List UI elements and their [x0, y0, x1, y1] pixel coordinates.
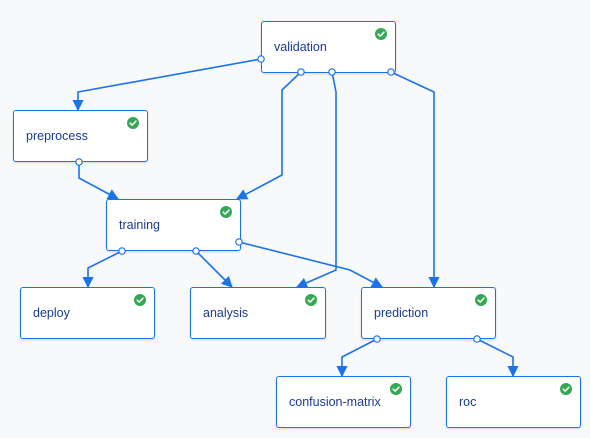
node-preprocess[interactable]: preprocess	[13, 110, 148, 162]
edge-prediction-to-confusion-matrix	[336, 338, 378, 378]
edge-validation-to-prediction	[390, 71, 440, 289]
check-circle-icon	[305, 294, 317, 306]
edge-prediction-to-roc	[476, 338, 519, 378]
node-label: roc	[459, 395, 477, 409]
node-label: analysis	[203, 306, 249, 320]
node-prediction[interactable]: prediction	[361, 287, 496, 339]
node-training[interactable]: training	[106, 199, 241, 251]
check-circle-icon	[375, 28, 387, 40]
edge-validation-to-training	[236, 71, 302, 200]
check-circle-icon	[475, 294, 487, 306]
node-label: validation	[274, 40, 327, 54]
node-roc[interactable]: roc	[446, 376, 581, 428]
node-label: confusion-matrix	[289, 395, 381, 409]
check-circle-icon	[220, 206, 232, 218]
check-circle-icon	[127, 117, 139, 129]
node-label: preprocess	[26, 129, 88, 143]
edge-validation-to-analysis	[295, 71, 337, 289]
node-deploy[interactable]: deploy	[20, 287, 155, 339]
check-circle-icon	[560, 383, 572, 395]
edge-validation-to-preprocess	[72, 58, 262, 112]
check-circle-icon	[390, 383, 402, 395]
node-confusion-matrix[interactable]: confusion-matrix	[276, 376, 411, 428]
edge-training-to-prediction	[238, 241, 383, 288]
node-analysis[interactable]: analysis	[190, 287, 326, 339]
node-label: training	[119, 218, 160, 232]
check-circle-icon	[134, 294, 146, 306]
node-validation[interactable]: validation	[261, 21, 396, 73]
edge-training-to-deploy	[82, 250, 123, 289]
edge-preprocess-to-training	[78, 162, 119, 200]
edge-training-to-analysis	[195, 250, 233, 288]
node-label: prediction	[374, 306, 429, 320]
node-label: deploy	[33, 306, 70, 320]
